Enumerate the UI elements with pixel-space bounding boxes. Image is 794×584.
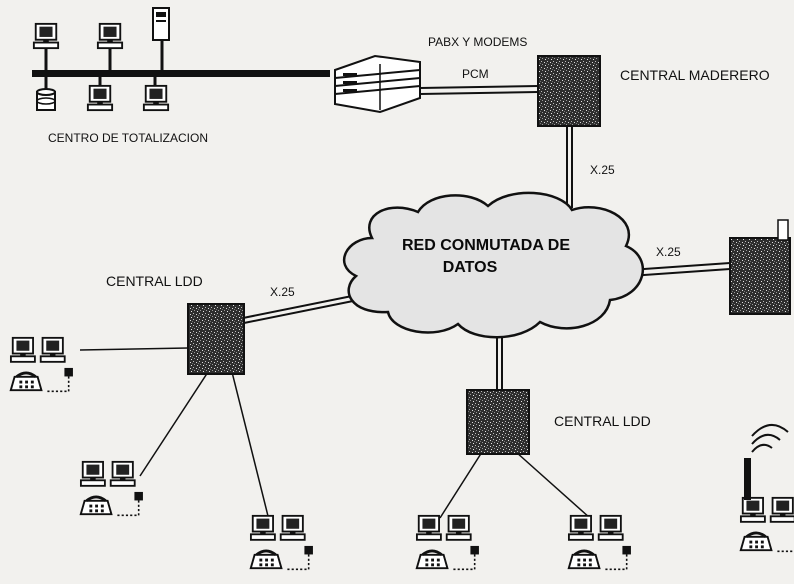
network-cloud-icon (343, 191, 644, 339)
central-switch-ldd-left (187, 303, 245, 375)
central-ldd-left-label: CENTRAL LDD (106, 273, 203, 289)
computer-icon (96, 22, 124, 50)
central-maderero-label: CENTRAL MADERERO (620, 67, 770, 83)
pos-terminal-icon (251, 516, 313, 570)
central-switch-ldd-bottom (466, 389, 530, 455)
x25-top-label: X.25 (590, 163, 615, 177)
pos-terminal-icon (81, 462, 143, 516)
computer-icon (32, 22, 60, 50)
pos-terminal-icon (417, 516, 479, 570)
database-icon (36, 88, 56, 111)
links (79, 85, 731, 519)
x25-left-label: X.25 (270, 285, 295, 299)
cloud-title-line2: DATOS (443, 259, 498, 276)
centro-totalizacion-label: CENTRO DE TOTALIZACION (48, 131, 208, 145)
wireless-antenna-icon (744, 424, 789, 500)
pos-terminal-icon (569, 516, 631, 570)
central-switch-maderero (537, 55, 601, 127)
lan-backbone (32, 40, 330, 92)
antenna-small-icon (777, 219, 789, 241)
server-tower-icon (152, 7, 170, 41)
computer-icon (142, 84, 170, 112)
pos-terminal-icon (741, 498, 794, 552)
central-switch-right (729, 237, 791, 315)
computer-icon (86, 84, 114, 112)
pcm-label: PCM (462, 67, 489, 81)
cloud-title-line1: RED CONMUTADA DE (402, 237, 570, 254)
central-ldd-bottom-label: CENTRAL LDD (554, 413, 651, 429)
pabx-label: PABX Y MODEMS (428, 35, 527, 49)
x25-right-label: X.25 (656, 245, 681, 259)
pabx-modem-rack-icon (334, 54, 421, 114)
pos-terminal-icon (11, 338, 73, 392)
